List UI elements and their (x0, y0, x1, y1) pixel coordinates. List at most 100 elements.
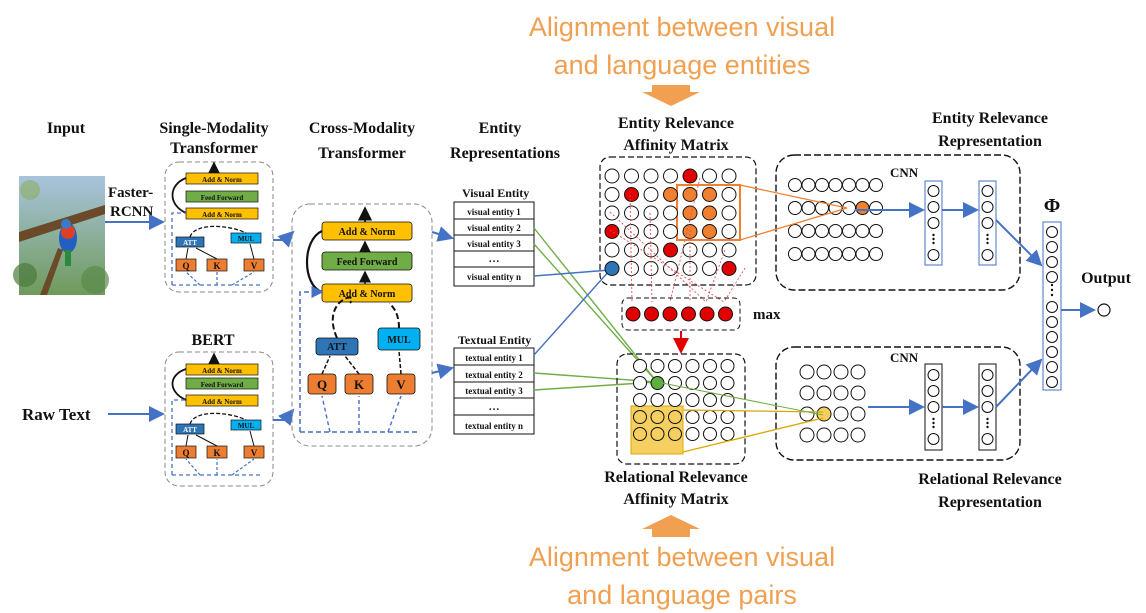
relational-matrix-cell (685, 376, 700, 390)
cnn-neuron (927, 201, 940, 213)
relational-representation-grid (799, 364, 866, 443)
entity-repr-cell (855, 224, 870, 238)
visual-entity-2: visual entity 2 (467, 223, 521, 233)
textual-entity-header: Textual Entity (458, 333, 531, 347)
bottom-caption-line2: and language pairs (567, 580, 797, 610)
top-caption-arrow (642, 85, 700, 106)
cross-modality-transformer: Add & Norm Feed Forward Add & Norm ATT M… (291, 203, 433, 447)
relational-repr-cell (816, 364, 832, 380)
entity-repr-cell (855, 201, 870, 215)
relational-matrix-cell (720, 376, 735, 390)
ellipsis-dot (1050, 283, 1054, 287)
bert-add-norm-bottom: Add & Norm (202, 398, 242, 406)
relational-repr-cell (833, 364, 849, 380)
relational-matrix-cell (668, 427, 682, 441)
ellipsis-dot (986, 237, 989, 241)
entity-matrix-cell (604, 205, 620, 221)
bert-k: K (213, 448, 220, 458)
entity-matrix-cell (624, 168, 639, 184)
ellipsis-dot (1050, 288, 1054, 292)
entity-matrix-cell (702, 261, 717, 276)
single-modality-title-2: Transformer (170, 140, 258, 157)
entity-cnn-label: CNN (890, 165, 919, 180)
relational-matrix-cell (650, 393, 665, 407)
single-modality-title-1: Single-Modality (159, 120, 268, 137)
entity-matrix-cell (604, 242, 620, 258)
max-cell (625, 306, 641, 322)
entity-repr-out-title-2: Representation (938, 133, 1042, 150)
faster-rcnn-line1: Faster- (108, 185, 153, 201)
bert-add-norm-top: Add & Norm (202, 367, 242, 375)
entity-repr-cell (788, 247, 802, 261)
relational-matrix-title-2: Affinity Matrix (623, 491, 728, 508)
relational-repr-cell (833, 427, 849, 443)
ellipsis-dot (932, 421, 935, 425)
relational-matrix-cell (685, 427, 700, 441)
visual-entity-ellipsis: … (489, 253, 500, 265)
entity-repr-cell (828, 224, 843, 238)
relational-matrix-cell (720, 359, 735, 373)
entity-repr-cell (815, 178, 829, 192)
visual-entity-1: visual entity 1 (467, 207, 521, 217)
cm-mul: MUL (387, 335, 411, 346)
relational-repr-cell (833, 406, 849, 422)
entity-matrix-title-2: Affinity Matrix (623, 137, 728, 154)
relational-matrix-cell (650, 359, 665, 373)
entity-matrix-cell (702, 187, 717, 202)
relational-cnn-label: CNN (890, 350, 919, 365)
top-caption-line1: Alignment between visual (529, 12, 835, 42)
max-row (625, 306, 733, 322)
sm-add-norm-bottom: Add & Norm (202, 211, 242, 219)
max-label: max (753, 307, 781, 323)
entity-repr-cell (788, 178, 802, 192)
output-node (1097, 303, 1111, 317)
output-label: Output (1081, 270, 1131, 287)
relational-repr-out-title-2: Representation (938, 494, 1042, 511)
cnn-neuron (981, 185, 994, 197)
visual-entity-n: visual entity n (467, 272, 521, 282)
relational-repr-cell (850, 364, 866, 380)
entity-repr-cell (828, 247, 843, 261)
textual-entity-ellipsis: … (489, 401, 500, 413)
sm-v: V (251, 261, 258, 271)
ellipsis-dot (986, 233, 989, 237)
relational-matrix-cell (685, 393, 700, 407)
cm-q: Q (317, 377, 327, 392)
relational-repr-cell (850, 406, 866, 422)
entity-repr-cell (815, 224, 829, 238)
relational-matrix-cell (650, 410, 665, 424)
cm-att: ATT (327, 342, 347, 353)
cnn-neuron (927, 249, 940, 261)
cnn-neuron (927, 385, 940, 397)
top-caption-line2: and language entities (554, 50, 811, 80)
entity-matrix-cell (721, 187, 737, 202)
entity-repr-cell (855, 247, 870, 261)
cnn-neuron (981, 401, 994, 413)
bert-title: BERT (191, 332, 234, 349)
entity-matrix-cell (624, 187, 639, 202)
relational-matrix-cell (668, 359, 682, 373)
ellipsis-dot (932, 241, 935, 245)
raw-text-label: Raw Text (22, 405, 91, 424)
visual-entity-list: visual entity 1 visual entity 2 visual e… (453, 201, 535, 287)
sm-q: Q (182, 261, 189, 271)
phi-neuron (1046, 346, 1058, 358)
max-cell (662, 306, 678, 322)
phi-neuron (1046, 376, 1058, 388)
entity-matrix-cell (663, 187, 678, 202)
relational-matrix-cell (703, 393, 717, 407)
entity-matrix-cell (682, 187, 698, 202)
phi-neuron (1046, 331, 1058, 343)
entity-repr-cell (842, 178, 856, 192)
entity-repr-cell (869, 224, 883, 238)
max-cell (699, 306, 715, 322)
cnn-neuron (927, 217, 940, 229)
phi-neuron (1046, 361, 1058, 373)
relational-matrix-cell (633, 359, 647, 373)
relational-repr-cell (799, 406, 815, 422)
sm-add-norm-top: Add & Norm (202, 176, 242, 184)
relational-matrix-cell (650, 427, 665, 441)
entity-repr-cell (801, 178, 816, 192)
max-cell (644, 306, 659, 322)
sm-att: ATT (183, 239, 197, 247)
